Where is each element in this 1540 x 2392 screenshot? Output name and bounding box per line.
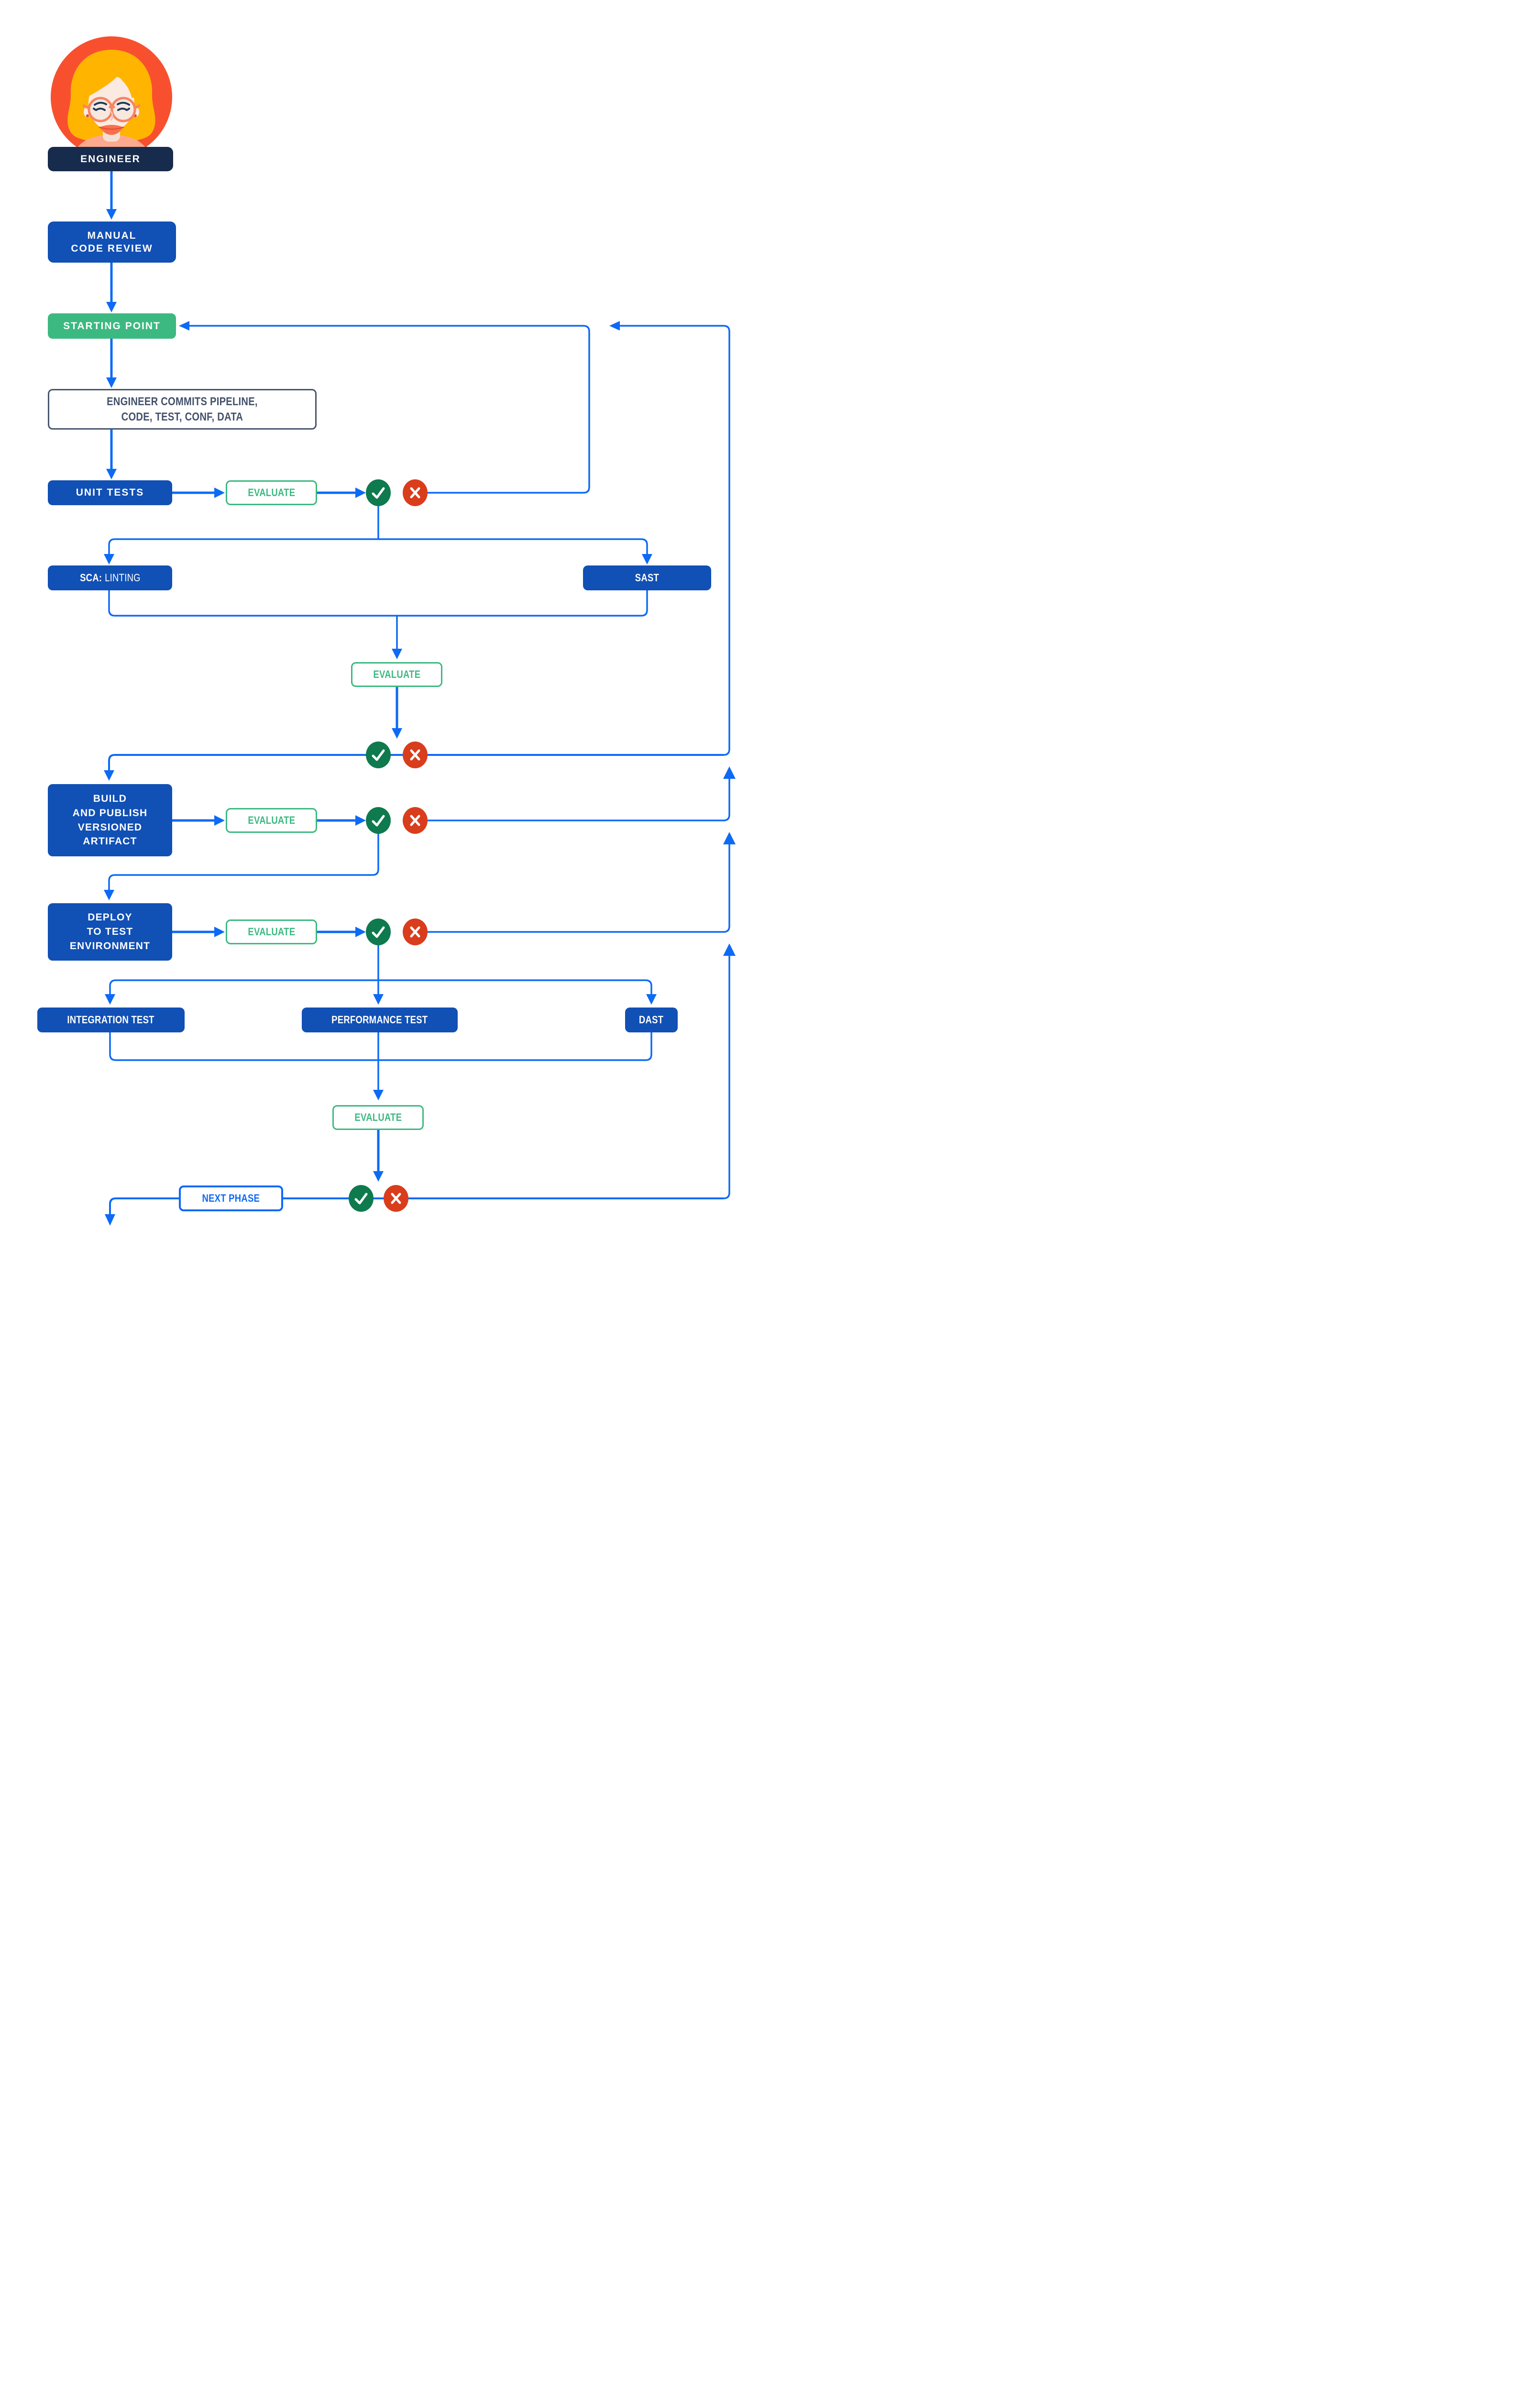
return-line-fail-to-starting-point xyxy=(179,321,590,494)
check-icon xyxy=(366,479,391,506)
node-evaluate-sca-sast: EVALUATE xyxy=(351,662,442,687)
return-line-build-fail xyxy=(428,766,736,821)
engineer-label: ENGINEER xyxy=(48,147,173,171)
arrow-evaluate-to-check-1 xyxy=(317,487,366,498)
x-icon xyxy=(384,1185,408,1212)
branch-to-sca-and-sast xyxy=(104,538,652,565)
x-icon xyxy=(403,919,428,945)
arrow-engineer-to-manual-review xyxy=(106,171,117,220)
arrow-commit-to-unit-tests xyxy=(106,430,117,479)
node-sast: SAST xyxy=(583,565,711,590)
node-evaluate-unit-tests: EVALUATE xyxy=(226,480,317,505)
x-icon xyxy=(403,742,428,768)
node-integration-test: INTEGRATION TEST xyxy=(37,1008,185,1032)
node-performance-test: PERFORMANCE TEST xyxy=(302,1008,458,1032)
arrow-starting-point-to-commit xyxy=(106,339,117,388)
node-manual-code-review: MANUAL CODE REVIEW xyxy=(48,221,176,263)
arrow-evaluate-to-check-4 xyxy=(317,927,366,937)
node-deploy-test-env: DEPLOY TO TEST ENVIRONMENT xyxy=(48,903,172,961)
node-build-publish-artifact: BUILD AND PUBLISH VERSIONED ARTIFACT xyxy=(48,784,172,856)
arrow-pass-to-build xyxy=(104,754,115,781)
arrow-proceed-next-phase xyxy=(105,1197,116,1226)
check-icon xyxy=(366,919,391,945)
return-line-deploy-fail xyxy=(428,832,736,933)
check-icon xyxy=(349,1185,374,1212)
flowchart-canvas: ENGINEER MANUAL CODE REVIEW STARTING POI… xyxy=(0,0,770,1256)
node-unit-tests: UNIT TESTS xyxy=(48,480,172,505)
earring-left xyxy=(86,114,89,117)
eyebrows-and-eyes xyxy=(93,101,130,111)
arrow-build-to-evaluate xyxy=(172,815,225,826)
hair-front xyxy=(88,60,136,98)
return-line-final-fail xyxy=(723,943,736,1199)
check-icon xyxy=(366,807,391,834)
connector-layer xyxy=(104,171,736,1226)
node-engineer-commits: ENGINEER COMMITS PIPELINE, CODE, TEST, C… xyxy=(48,389,317,430)
arrow-unit-tests-to-evaluate xyxy=(172,487,225,498)
node-next-phase: NEXT PHASE xyxy=(179,1185,283,1211)
merge-test-suites xyxy=(109,1032,652,1100)
engineer-avatar xyxy=(51,36,172,158)
x-icon xyxy=(403,807,428,834)
branch-to-test-suites xyxy=(105,944,657,1005)
arrow-evaluate-to-check-3 xyxy=(317,815,366,826)
node-starting-point: STARTING POINT xyxy=(48,313,176,339)
check-icon xyxy=(366,742,391,768)
return-line-right-to-starting-junction xyxy=(609,321,730,756)
node-evaluate-final: EVALUATE xyxy=(332,1105,424,1130)
node-sca-linting: SCA:LINTING xyxy=(48,565,172,590)
arrow-manual-review-to-starting-point xyxy=(106,263,117,312)
nose xyxy=(110,111,113,121)
connector-build-pass-to-deploy xyxy=(104,833,379,900)
node-evaluate-build: EVALUATE xyxy=(226,808,317,833)
x-icon xyxy=(403,479,428,506)
arrow-evaluate2-to-checks xyxy=(392,687,402,739)
arrow-deploy-to-evaluate xyxy=(172,927,225,937)
node-dast: DAST xyxy=(625,1008,678,1032)
merge-sca-sast xyxy=(108,590,648,659)
node-evaluate-deploy: EVALUATE xyxy=(226,919,317,944)
arrow-evaluate5-to-checks xyxy=(373,1130,384,1182)
lips xyxy=(99,125,123,135)
